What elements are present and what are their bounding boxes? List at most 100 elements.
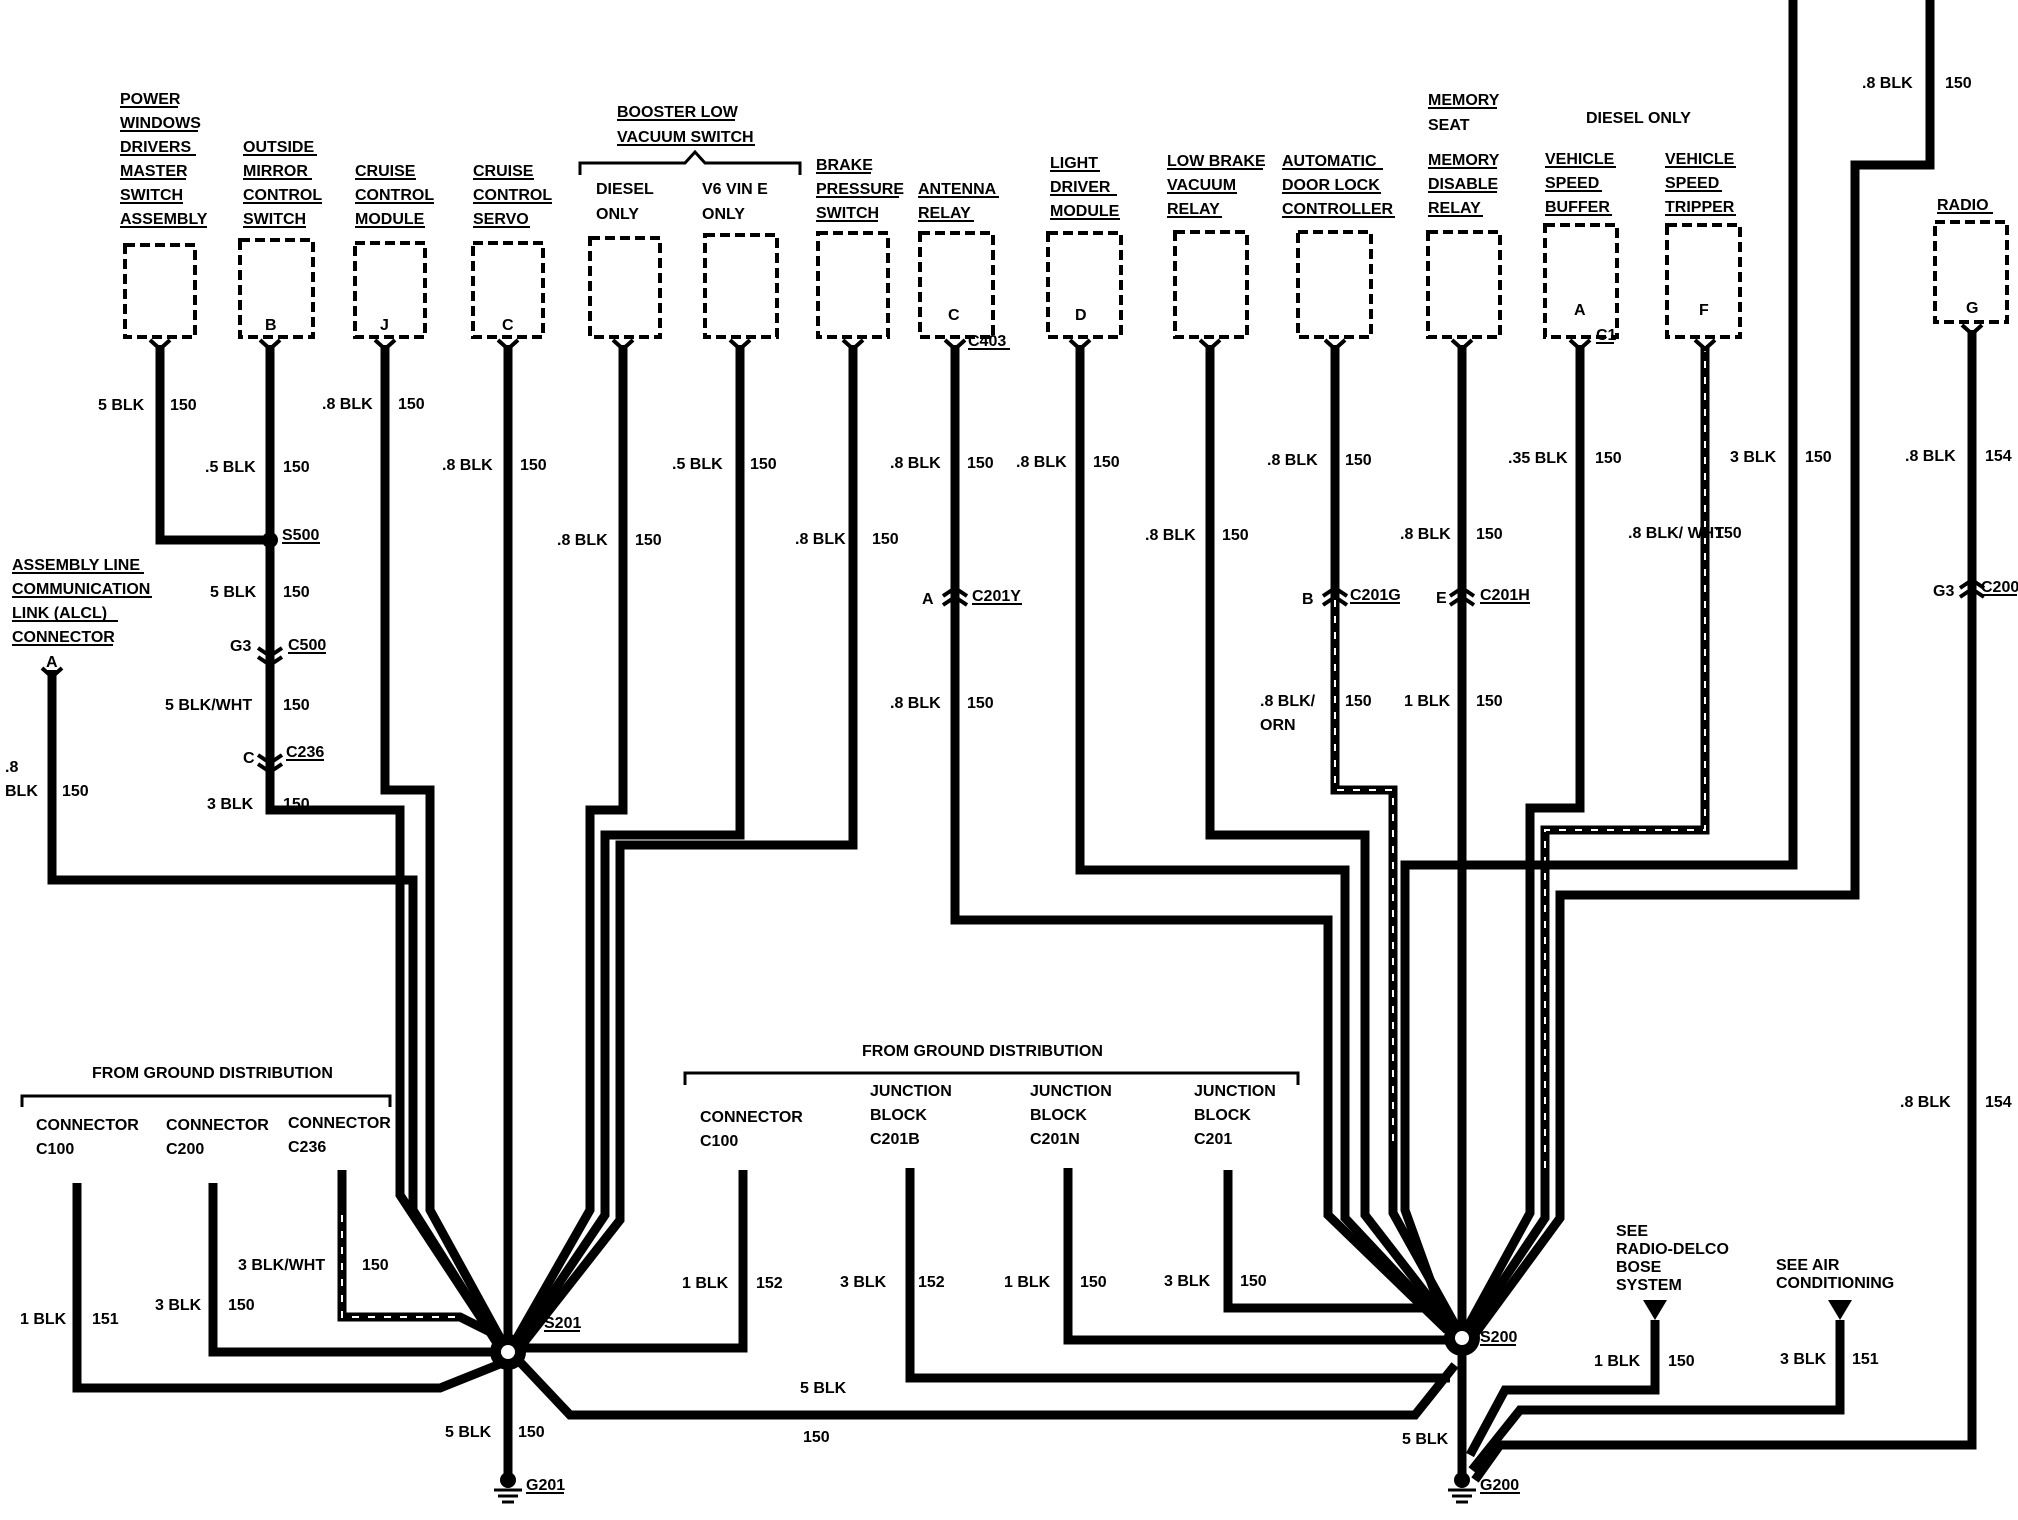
wire-size-label: .8 BLK: [1016, 454, 1067, 471]
wire-size-label: .8 BLK/ WHT: [1628, 525, 1724, 542]
circuit-label: 150: [1595, 450, 1622, 467]
circuit-label: 150: [1222, 527, 1249, 544]
label-line: CONTROL: [243, 187, 322, 204]
wire-size-label: .8 BLK: [1900, 1094, 1951, 1111]
terminal-chevron: [1068, 338, 1092, 352]
left-item-label: C100: [36, 1141, 74, 1158]
c200-connector-symbol: [1958, 577, 1986, 599]
label-line: CONNECTOR: [12, 629, 115, 646]
wire-from-c201: [1223, 1170, 1440, 1313]
label-antenna-relay: RELAY: [918, 205, 971, 222]
wire-size-label: 3 BLK: [1780, 1351, 1827, 1368]
left-item-label: C236: [288, 1139, 326, 1156]
circuit-label: 150: [1476, 693, 1503, 710]
circuit-label: 150: [1715, 525, 1742, 542]
label-line: OUTSIDE: [243, 139, 314, 156]
circuit-label: 150: [967, 455, 994, 472]
right-item-label: C201: [1194, 1131, 1232, 1148]
right-item-label: JUNCTION: [1030, 1083, 1112, 1100]
label-outside-mirror: OUTSIDE MIRROR CONTROL SWITCH: [243, 139, 322, 228]
pin-g-radio: G: [1966, 300, 1978, 317]
label-memory-seat: MEMORY: [1428, 92, 1500, 109]
terminal-chevron: [1198, 338, 1222, 352]
wire-size-label: 3 BLK: [1164, 1273, 1211, 1290]
wire-size-label: 3 BLK: [1730, 449, 1777, 466]
terminal-chevron: [1568, 338, 1592, 352]
label-line: MODULE: [1050, 203, 1120, 220]
circuit-label: 150: [1240, 1273, 1267, 1290]
label-diesel-only-right: DIESEL ONLY: [1586, 110, 1691, 127]
circuit-label: 150: [1805, 449, 1832, 466]
label-line: RELAY: [1167, 201, 1220, 218]
wire-size-label: .8 BLK: [322, 396, 373, 413]
wire-size-label: .8 BLK: [1267, 452, 1318, 469]
splice-s201-label: S201: [544, 1315, 581, 1332]
right-ground-distribution-bracket: [683, 1071, 1300, 1085]
right-item-label: C201B: [870, 1131, 920, 1148]
label-underlines: [12, 106, 1993, 646]
terminal-chevron: [1960, 323, 1984, 337]
pin-j: J: [380, 317, 389, 334]
c201h-connector-symbol: [1448, 585, 1476, 607]
wire-size-label: 3 BLK/WHT: [238, 1257, 325, 1274]
label-line: CRUISE: [473, 163, 534, 180]
label-line: BRAKE: [816, 157, 873, 174]
label-line: RELAY: [1428, 200, 1481, 217]
connector-c1: C1: [1596, 327, 1617, 344]
label-line: TRIPPER: [1665, 199, 1735, 216]
terminal-chevron: [40, 666, 64, 680]
right-item-label: JUNCTION: [870, 1083, 952, 1100]
circuit-label: 154: [1985, 448, 2012, 465]
radio-box: [1933, 220, 2009, 324]
circuit-label: 150: [283, 697, 310, 714]
wire-size-label: .8 BLK: [1400, 526, 1451, 543]
wire-light-driver: [1075, 345, 1454, 1334]
terminal-chevron: [496, 338, 520, 352]
v6-vacuum-switch-box: [703, 233, 779, 339]
see-references: SEE RADIO-DELCO BOSE SYSTEM SEE AIR COND…: [1594, 1223, 1894, 1370]
pin-a-alcl: A: [46, 654, 58, 671]
circuit-label: 150: [228, 1297, 255, 1314]
left-item-label: CONNECTOR: [36, 1117, 139, 1134]
left-ground-distribution: FROM GROUND DISTRIBUTION CONNECTOR C100 …: [20, 1065, 391, 1328]
wire-size-label: .8: [5, 759, 18, 776]
circuit-label: 150: [520, 457, 547, 474]
pin-g3-c500: G3: [230, 638, 251, 655]
circuit-label: 151: [92, 1311, 119, 1328]
pin-a-c201y: A: [922, 591, 934, 608]
label-line: CRUISE: [355, 163, 416, 180]
wire-size-label: .5 BLK: [205, 459, 256, 476]
right-item-label: C201N: [1030, 1131, 1080, 1148]
antenna-relay-box: [918, 231, 995, 339]
splice-s200-label: S200: [1480, 1329, 1517, 1346]
pin-g3-c200: G3: [1933, 583, 1954, 600]
circuit-label: 150: [803, 1429, 830, 1446]
label-line: SERVO: [473, 211, 529, 228]
label-line: SWITCH: [120, 187, 183, 204]
label-line: LOW BRAKE: [1167, 153, 1266, 170]
vehicle-speed-tripper-box: [1665, 223, 1742, 339]
label-door-lock: AUTOMATIC DOOR LOCK CONTROLLER: [1282, 153, 1394, 218]
stripe-c236-left: [341, 1215, 460, 1318]
wires: [47, 0, 1977, 1483]
cruise-control-module-box: [353, 241, 427, 339]
right-item-label: JUNCTION: [1194, 1083, 1276, 1100]
wire-size-label: 5 BLK: [1402, 1431, 1449, 1448]
circuit-label: 150: [872, 531, 899, 548]
wire-size-label: 1 BLK: [1404, 693, 1451, 710]
splice-s500-label: S500: [282, 527, 319, 544]
component-labels: POWER WINDOWS DRIVERS MASTER SWITCH ASSE…: [12, 91, 1989, 646]
label-v6-only: V6 VIN E: [702, 181, 768, 198]
wire-size-label: .8 BLK: [1145, 527, 1196, 544]
wire-size-label: .8 BLK/: [1260, 693, 1316, 710]
component-boxes: [123, 220, 2009, 339]
right-ground-distribution: FROM GROUND DISTRIBUTION CONNECTOR C100 …: [682, 1043, 1276, 1292]
splice-s200: [1444, 1320, 1480, 1356]
wire-alcl: [47, 670, 504, 1351]
circuit-label: 150: [1476, 526, 1503, 543]
wire-size-label: .8 BLK: [890, 695, 941, 712]
wire-size-label: BLK: [5, 783, 38, 800]
circuit-label: 150: [1345, 693, 1372, 710]
right-item-label: BLOCK: [1030, 1107, 1087, 1124]
pin-d: D: [1075, 307, 1087, 324]
